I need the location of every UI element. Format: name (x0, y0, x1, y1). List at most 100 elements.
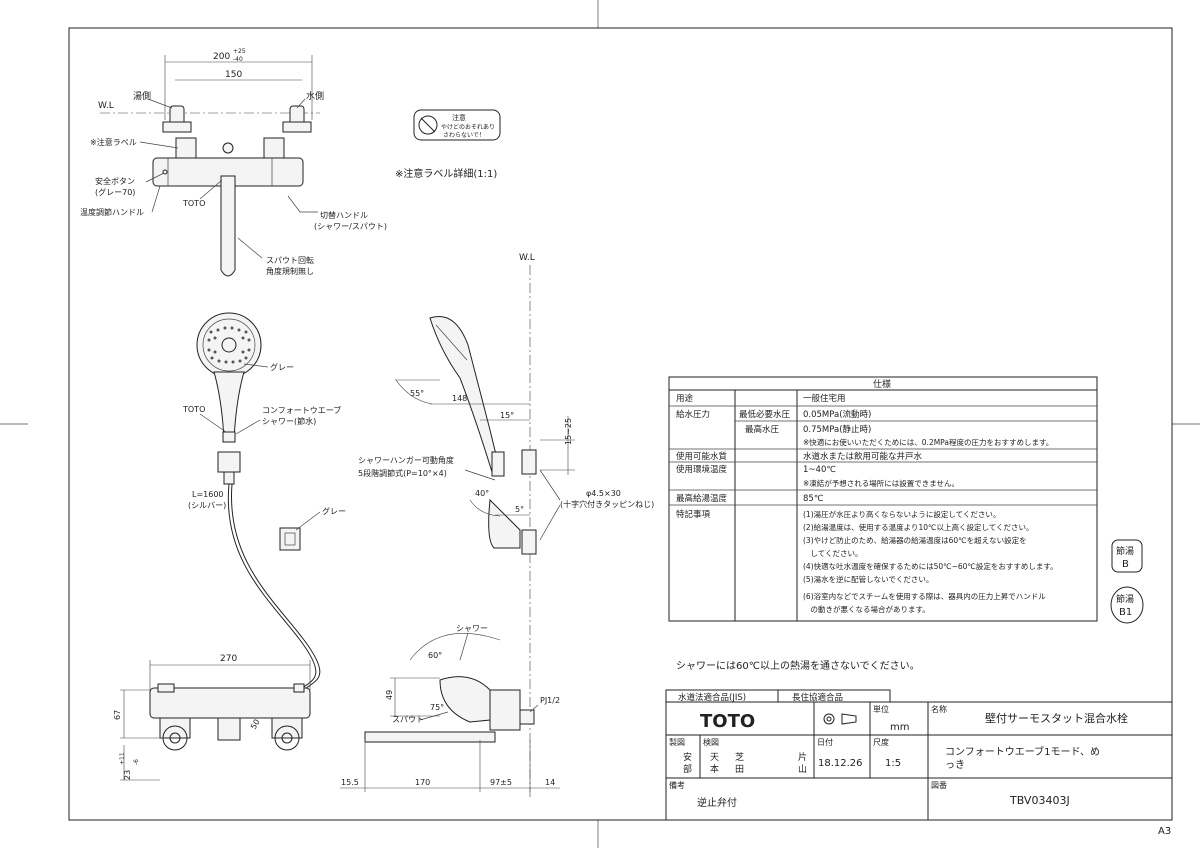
check-by-1: 本 (710, 763, 719, 775)
dim-67: 67 (113, 710, 122, 720)
stamp-b-line1: 節湯 (1116, 545, 1134, 557)
toto-mark-head: TOTO (182, 405, 205, 414)
stamp-b1-line1: 節湯 (1116, 593, 1134, 605)
spout-label: スパウト (392, 715, 424, 724)
hanger-steps-label: 5段階調節式(P=10°×4) (358, 468, 447, 478)
dim-23-tol-plus: +11 (119, 752, 126, 765)
unit-value: mm (890, 722, 909, 733)
spec-feature-4: (4)快適な吐水温度を確保するためには50℃~60℃設定をおすすめします。 (803, 561, 1058, 571)
sheet-size-label: A3 (1158, 826, 1171, 837)
spec-feature-6: (6)浴室内などでスチームを使用する際は、器具内の圧力上昇でハンドル (803, 591, 1046, 601)
wl-label-side: W.L (519, 253, 535, 263)
model-name-line2: っき (945, 759, 965, 771)
toto-mark-top: TOTO (182, 199, 205, 208)
check-label: 検図 (703, 737, 719, 747)
angle-5: 5° (515, 505, 524, 514)
spec-features-label: 特記事項 (676, 509, 711, 520)
hose-color-label: (シルバー) (188, 501, 226, 510)
caution-label-line1: やけどのおそれあり (441, 123, 495, 131)
hanger-detail: グレー (279, 506, 346, 551)
dim-200: 200 (213, 52, 230, 62)
temp-handle-label: 温度調節ハンドル (80, 207, 144, 217)
spec-row-5-label: 使用環境温度 (676, 464, 728, 475)
spec-row-5-value: 1~40℃ (803, 465, 836, 475)
made-by-0: 安 (683, 751, 692, 763)
date-value: 18.12.26 (818, 758, 863, 769)
check-by2-0: 芝 (735, 751, 744, 763)
side-view: W.L 55° 148 15° 15~25 シャワーハンガー可動角度 5段階調節… (358, 253, 654, 800)
spec-row-2-value: 0.75MPa(静止時) (803, 424, 871, 435)
caution-label-line2: さわらないで！ (443, 132, 485, 139)
hose-length-label: L=1600 (192, 490, 224, 499)
wl-label-top: W.L (98, 101, 114, 111)
stamp-b-line2: B (1122, 559, 1129, 570)
made-by-1: 部 (683, 763, 692, 775)
spec-table: 仕様 用途 一般住宅用 給水圧力 最低必要水圧 0.05MPa(流動時) 最高水… (668, 376, 1098, 622)
cold-side-label: 水側 (306, 90, 324, 102)
spec-row-1-value: 0.05MPa(流動時) (803, 409, 871, 420)
model-name-line1: コンフォートウエーブ1モード、め (945, 745, 1100, 758)
name-label: 名称 (931, 704, 947, 714)
projection-symbol (823, 713, 857, 725)
angle-55: 55° (410, 389, 424, 398)
check-by2-1: 田 (735, 764, 744, 775)
comfort-wave-label: コンフォートウエーブ (262, 405, 341, 415)
dim-200-tol-plus: +25 (233, 48, 246, 55)
spec-row-0-label: 用途 (676, 393, 694, 404)
stamp-b1: 節湯 B1 (1110, 586, 1144, 624)
spec-row-4-label: 使用可能水質 (676, 451, 728, 462)
shower-head-front: グレー TOTO コンフォートウエーブ シャワー(節水) L=1600 (シルバ… (182, 312, 341, 691)
angle-75: 75° (430, 703, 444, 712)
dim-23-tol-minus: -6 (133, 759, 140, 765)
angle-60: 60° (428, 651, 442, 660)
dim-170: 170 (415, 778, 430, 787)
faucet-bottom-side-view: シャワー 60° 49 スパウト 75° PJ1/2 15.5 170 97±5… (340, 624, 560, 792)
screw-label: φ4.5×30 (586, 489, 621, 498)
dim-15-25: 15~25 (564, 418, 573, 445)
drawing-frame (68, 27, 1173, 821)
caution-label-callout: ※注意ラベル (90, 137, 137, 147)
gray-hanger-label: グレー (322, 506, 346, 516)
gray-head-label: グレー (270, 362, 294, 372)
spec-feature-0: (1)湯圧が水圧より高くならないように設定してください。 (803, 509, 1000, 519)
hot-water-notice: シャワーには60℃以上の熱湯を通さないでください。 (676, 659, 920, 672)
dim-200-tol-minus: -40 (233, 56, 243, 63)
spec-title: 仕様 (873, 378, 891, 390)
remarks-label: 備考 (669, 780, 685, 790)
spec-feature-7: の動きが悪くなる場合があります。 (803, 604, 930, 614)
dim-150: 150 (225, 70, 242, 80)
spout-rotate-label: スパウト回転 (266, 256, 314, 265)
caution-detail-caption: ※注意ラベル詳細(1:1) (395, 167, 497, 180)
switch-handle-label: 切替ハンドル (320, 210, 368, 220)
caution-label-detail: 注意 やけどのおそれあり さわらないで！ ※注意ラベル詳細(1:1) (395, 109, 501, 180)
shower-label: シャワー (456, 624, 488, 633)
spout-rotate-sub: 角度規制無し (266, 266, 314, 276)
product-name: 壁付サーモスタット混合水栓 (985, 711, 1128, 725)
dim-14: 14 (545, 778, 555, 787)
title-block: 水道法適合品(JIS) 長住協適合品 TOTO 単位 mm 名称 壁付サーモスタ… (665, 689, 1173, 821)
unit-label: 単位 (873, 704, 889, 714)
dim-50: 50 (249, 718, 262, 731)
dim-97: 97±5 (490, 778, 512, 787)
jis-label: 水道法適合品(JIS) (678, 692, 746, 703)
check-by3-0: 片 (798, 751, 807, 763)
dim-270: 270 (220, 654, 237, 664)
switch-handle-sub: (シャワー/スパウト) (314, 222, 387, 231)
dim-23: 23 (123, 770, 132, 780)
date-label: 日付 (817, 737, 833, 747)
dim-15-5: 15.5 (341, 778, 359, 787)
spec-row-2-sub: 最高水圧 (745, 424, 780, 435)
spec-row-7-label: 最高給湯温度 (676, 493, 728, 504)
stamp-b: 節湯 B (1111, 539, 1143, 573)
hot-side-label: 湯側 (133, 90, 151, 102)
angle-40: 40° (475, 489, 489, 498)
spec-feature-2: (3)やけど防止のため、給湯器の給湯温度は60℃を超えない設定を (803, 535, 1027, 545)
toto-logo: TOTO (700, 711, 755, 732)
dim-148: 148 (452, 394, 467, 403)
dim-49: 49 (385, 690, 394, 700)
spec-feature-1: (2)給湯温度は、使用する温度より10℃以上高く設定してください。 (803, 522, 1034, 532)
check-by-0: 天 (710, 753, 719, 763)
caution-label-title: 注意 (452, 113, 466, 122)
